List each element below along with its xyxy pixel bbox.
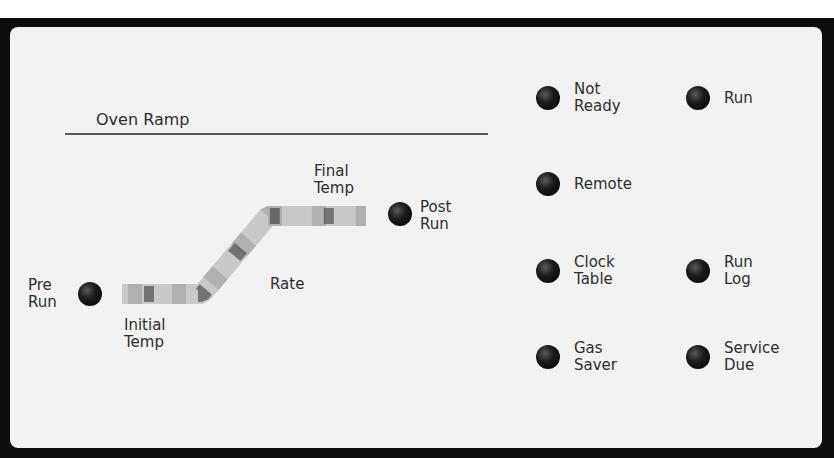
led-label-slot: Run Log xyxy=(724,254,753,288)
led-label-slot: Service Due xyxy=(724,340,779,374)
pre-run-led xyxy=(78,282,102,306)
remote-led xyxy=(536,172,560,196)
led-label: Gas Saver xyxy=(574,340,617,374)
led-label: Post Run xyxy=(420,199,451,233)
indicator-leds xyxy=(78,86,710,369)
led-label: Not Ready xyxy=(574,81,621,115)
led-label-slot: Run xyxy=(724,90,753,107)
led-label: Clock Table xyxy=(574,254,615,288)
section-heading-slot: Oven Ramp xyxy=(96,111,189,129)
run-led xyxy=(686,86,710,110)
panel-face xyxy=(10,27,822,448)
ramp-label-slot: Initial Temp xyxy=(124,317,166,351)
led-label-slot: Not Ready xyxy=(574,81,621,115)
clock-table-led xyxy=(536,259,560,283)
led-label-slot: Remote xyxy=(574,176,632,193)
heading-rule xyxy=(65,133,488,135)
panel-frame xyxy=(0,18,834,458)
led-label: Service Due xyxy=(724,340,779,374)
oven-ramp-display xyxy=(122,216,366,294)
led-label: Run xyxy=(724,90,753,107)
service-due-led xyxy=(686,345,710,369)
run-log-led xyxy=(686,259,710,283)
led-label: Run Log xyxy=(724,254,753,288)
section-heading: Oven Ramp xyxy=(96,111,189,129)
led-label-slot: Pre Run xyxy=(28,277,57,311)
gas-saver-led xyxy=(536,345,560,369)
led-label: Pre Run xyxy=(28,277,57,311)
ramp-label: Final Temp xyxy=(314,163,354,197)
post-run-led xyxy=(388,202,412,226)
ramp-label: Initial Temp xyxy=(124,317,166,351)
ramp-label-slot: Final Temp xyxy=(314,163,354,197)
ramp-label-slot: Rate xyxy=(270,276,304,293)
led-label-slot: Post Run xyxy=(420,199,451,233)
led-label: Remote xyxy=(574,176,632,193)
not-ready-led xyxy=(536,86,560,110)
ramp-label: Rate xyxy=(270,276,304,293)
led-label-slot: Gas Saver xyxy=(574,340,617,374)
led-label-slot: Clock Table xyxy=(574,254,615,288)
